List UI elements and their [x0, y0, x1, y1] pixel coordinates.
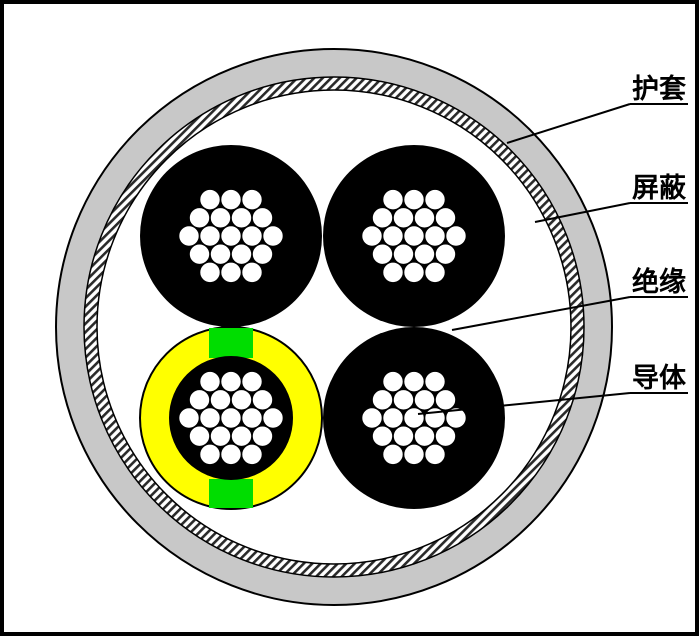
core-top-left	[140, 145, 322, 327]
label-sheath: 护套	[632, 74, 686, 105]
conductor-strand	[371, 207, 394, 229]
conductor-strand	[424, 261, 446, 284]
conductor-strand	[199, 261, 221, 284]
cores-group	[139, 145, 505, 510]
conductor-strand	[230, 207, 253, 229]
conductor-strand	[434, 243, 457, 265]
conductor-strand	[424, 370, 446, 393]
conductor-strand	[251, 243, 274, 265]
conductor-strand	[220, 370, 242, 393]
conductor-strand	[371, 243, 394, 265]
conductor-strand	[445, 225, 467, 247]
conductor-strand	[403, 407, 425, 429]
core-bottom-left-earth	[139, 326, 323, 510]
leader-line-conductor	[417, 392, 631, 415]
conductor-strand	[413, 207, 436, 229]
conductor-strand	[178, 407, 200, 429]
conductor-strand	[434, 207, 457, 229]
conductor-strand	[199, 225, 221, 247]
core-top-right	[323, 145, 505, 327]
conductor-strand	[413, 243, 436, 265]
conductor-strand	[199, 370, 221, 393]
conductor-strand	[241, 261, 263, 284]
conductor-strand	[361, 407, 383, 429]
leader-line-sheath	[506, 103, 631, 144]
label-shield: 屏蔽	[632, 173, 687, 204]
conductor-strand	[209, 243, 232, 265]
conductor-strand	[188, 207, 211, 229]
conductor-strand	[220, 188, 242, 211]
conductor-strand	[413, 389, 436, 411]
conductor-strand	[251, 207, 274, 229]
green-stripe-bottom	[209, 479, 253, 508]
conductor-strand	[403, 443, 425, 466]
conductor-strand	[371, 425, 394, 447]
conductor-strand	[403, 261, 425, 284]
conductor-strand	[262, 225, 284, 247]
conductor-strand	[382, 261, 404, 284]
conductor-strand	[230, 425, 253, 447]
conductor-strand	[382, 407, 404, 429]
conductor-strand	[382, 370, 404, 393]
conductor-strand	[445, 407, 467, 429]
conductor-strand	[392, 425, 415, 447]
label-insulation: 绝缘	[632, 266, 686, 298]
conductor-strand	[403, 188, 425, 211]
conductor-strand	[251, 425, 274, 447]
conductor-strand	[220, 225, 242, 247]
conductor-strand	[382, 188, 404, 211]
conductor-strand	[209, 425, 232, 447]
conductor-strand	[199, 188, 221, 211]
conductor-strand	[382, 443, 404, 466]
conductor-strand	[230, 243, 253, 265]
conductor-strand	[371, 389, 394, 411]
leader-line-shield	[534, 202, 631, 223]
conductor-strand	[241, 188, 263, 211]
conductor-strand	[382, 225, 404, 247]
conductor-strand	[251, 389, 274, 411]
conductor-strand	[178, 225, 200, 247]
conductor-strand	[392, 389, 415, 411]
conductor-strand	[188, 425, 211, 447]
conductor-strand	[424, 443, 446, 466]
conductor-strand	[220, 261, 242, 284]
conductor-strand	[403, 225, 425, 247]
conductor-strand	[209, 389, 232, 411]
conductor-strand	[241, 407, 263, 429]
conductor-strand	[413, 425, 436, 447]
conductor-strand	[262, 407, 284, 429]
leader-line-insulation	[451, 296, 631, 331]
conductor-strand	[241, 443, 263, 466]
conductor-strand	[230, 389, 253, 411]
conductor-strand	[424, 225, 446, 247]
conductor-strand	[403, 370, 425, 393]
green-stripe-top	[209, 328, 253, 358]
conductor-strand	[188, 389, 211, 411]
inner-filler	[96, 89, 572, 565]
conductor-strand	[209, 207, 232, 229]
conductor-strand	[199, 443, 221, 466]
conductor-strand	[220, 443, 242, 466]
conductor-strand	[434, 425, 457, 447]
core-bottom-right	[323, 327, 505, 509]
conductor-strand	[188, 243, 211, 265]
conductor-strand	[220, 407, 242, 429]
conductor-strand	[361, 225, 383, 247]
conductor-strand	[424, 188, 446, 211]
conductor-strand	[392, 207, 415, 229]
conductor-strand	[241, 225, 263, 247]
conductor-strand	[434, 389, 457, 411]
label-conductor: 导体	[632, 363, 687, 394]
conductor-strand	[199, 407, 221, 429]
conductor-strand	[241, 370, 263, 393]
conductor-strand	[392, 243, 415, 265]
